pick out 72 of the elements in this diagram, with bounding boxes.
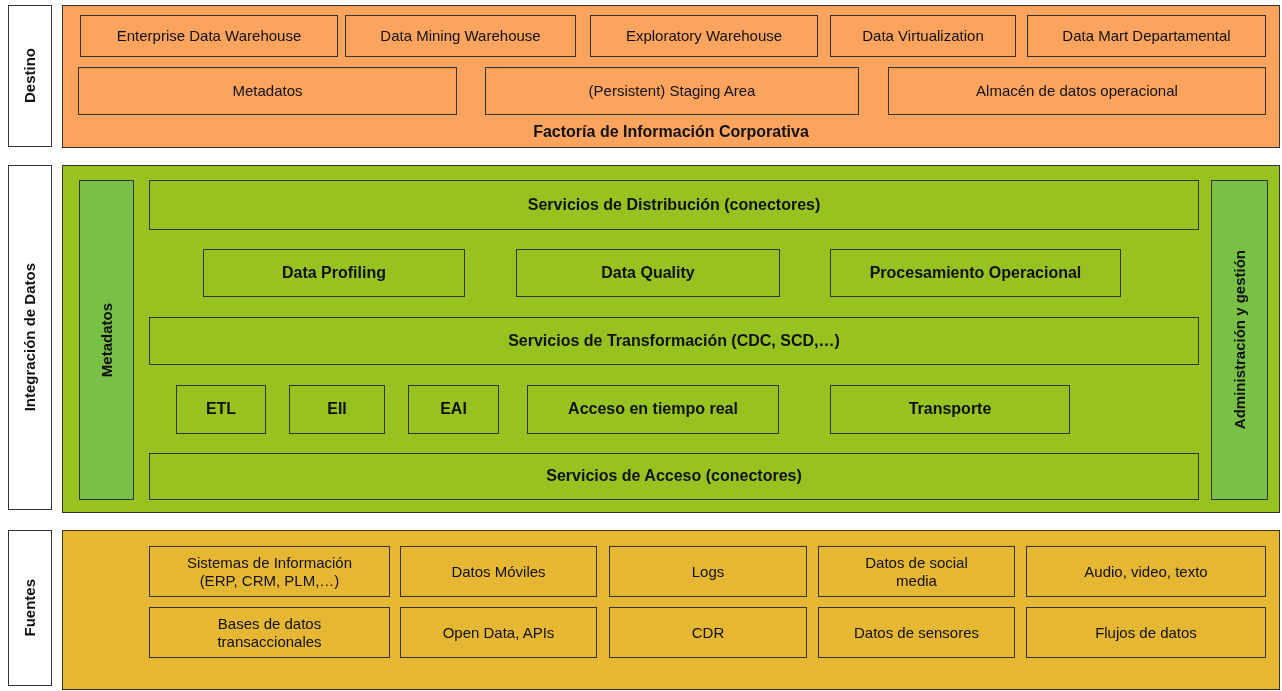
- box-label: Data Profiling: [282, 263, 386, 283]
- box-label: Datos de sensores: [853, 623, 980, 642]
- box-label: Flujos de datos: [1095, 623, 1197, 642]
- component-box: [485, 67, 859, 115]
- box-label: Servicios de Transformación (CDC, SCD,…): [508, 331, 840, 351]
- source-box: [609, 607, 807, 658]
- component-box: [830, 249, 1121, 297]
- component-box: [1027, 15, 1266, 57]
- layer-panel: [62, 165, 1280, 513]
- panel-heading: Factoría de Información Corporativa: [533, 122, 809, 141]
- box-label: Exploratory Warehouse: [625, 27, 783, 45]
- source-box: [1026, 546, 1266, 597]
- layer-label: Destino: [21, 48, 39, 104]
- layer-label: Integración de Datos: [21, 263, 39, 412]
- vertical-bar-box: [1211, 180, 1268, 500]
- side-label-box: [8, 5, 52, 147]
- component-box: [149, 180, 1199, 230]
- box-label: Audio, video, texto: [1084, 562, 1208, 581]
- box-label: ETL: [205, 400, 237, 419]
- source-box: [818, 607, 1015, 658]
- box-label: Logs: [691, 562, 725, 581]
- side-label-box: [8, 165, 52, 510]
- box-label: Administración y gestión: [1230, 250, 1249, 430]
- source-box: [1026, 607, 1266, 658]
- box-label: Metadatos: [232, 82, 303, 100]
- component-box: [830, 385, 1070, 434]
- box-label: Data Quality: [601, 263, 695, 283]
- component-box: [176, 385, 266, 434]
- source-box: [400, 546, 597, 597]
- box-label: Enterprise Data Warehouse: [116, 27, 302, 45]
- box-label: Open Data, APIs: [442, 623, 555, 642]
- box-label: Data Mart Departamental: [1062, 27, 1231, 45]
- box-label: Metadatos: [97, 302, 116, 378]
- box-label: Transporte: [908, 400, 992, 419]
- box-label: Procesamiento Operacional: [869, 263, 1082, 283]
- box-label: Servicios de Distribución (conectores): [527, 195, 821, 215]
- component-box: [203, 249, 465, 297]
- component-box: [527, 385, 779, 434]
- box-label: Datos Móviles: [451, 562, 546, 581]
- component-box: [590, 15, 818, 57]
- source-box: [609, 546, 807, 597]
- box-label: Servicios de Acceso (conectores): [546, 467, 802, 486]
- component-box: [888, 67, 1266, 115]
- component-box: [830, 15, 1016, 57]
- box-label: Data Virtualization: [862, 27, 984, 45]
- box-label: CDR: [691, 623, 725, 642]
- component-box: [149, 317, 1199, 365]
- box-label: Almacén de datos operacional: [976, 82, 1178, 100]
- box-label: Data Mining Warehouse: [380, 27, 541, 45]
- layer-label: Fuentes: [21, 579, 39, 637]
- layer-panel: [62, 530, 1280, 690]
- source-box: [818, 546, 1015, 597]
- component-box: [80, 15, 338, 57]
- source-box: [149, 607, 390, 658]
- box-label: Acceso en tiempo real: [568, 400, 738, 419]
- box-label: Sistemas de Información (ERP, CRM, PLM,…): [185, 554, 354, 589]
- component-box: [289, 385, 385, 434]
- layer-panel: [62, 5, 1280, 148]
- side-label-box: [8, 530, 52, 686]
- component-box: [516, 249, 780, 297]
- source-box: [400, 607, 597, 658]
- box-label: EAI: [440, 400, 467, 419]
- box-label: Datos de social media: [864, 554, 969, 589]
- box-label: EII: [327, 400, 347, 419]
- vertical-bar-box: [79, 180, 134, 500]
- component-box: [149, 453, 1199, 500]
- component-box: [408, 385, 499, 434]
- box-label: (Persistent) Staging Area: [588, 82, 756, 100]
- component-box: [78, 67, 457, 115]
- component-box: [345, 15, 576, 57]
- box-label: Bases de datos transaccionales: [216, 615, 323, 650]
- source-box: [149, 546, 390, 597]
